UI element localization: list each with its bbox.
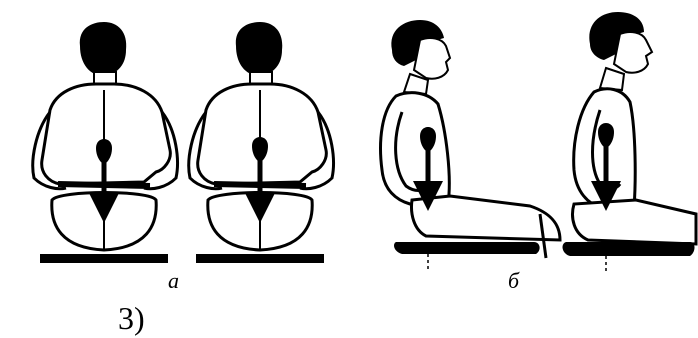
caption-b: б [508,268,519,294]
figure-number: 3) [118,300,145,337]
back-view-figure-2 [189,22,334,263]
side-view-figure-2 [563,12,696,272]
caption-a: а [168,268,179,294]
side-view-figure-1 [381,20,560,270]
back-view-figure-1 [33,22,178,263]
